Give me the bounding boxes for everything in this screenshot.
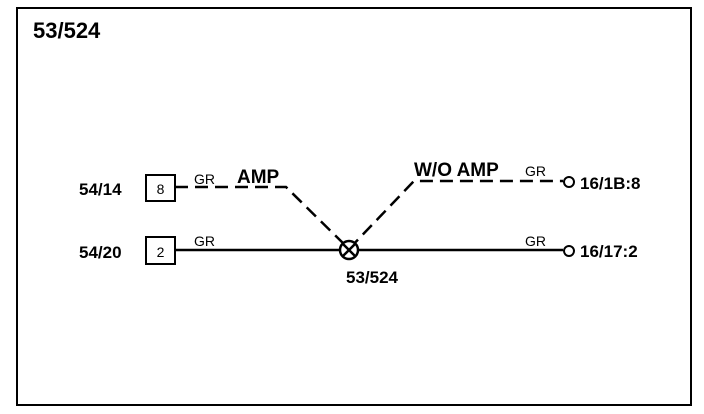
option-label-amp: AMP <box>237 167 280 188</box>
option-label-without-amp: W/O AMP <box>414 160 499 181</box>
wire-upper-left-dashed <box>175 185 350 250</box>
wire-color-upper-left: GR <box>194 171 215 187</box>
terminal-16-1b-8 <box>563 176 575 188</box>
wire-upper-right-dashed <box>348 179 563 250</box>
pin-number-8: 8 <box>157 181 165 197</box>
connector-ref-16-1b-8: 16/1B:8 <box>580 174 640 193</box>
connector-ref-54-20: 54/20 <box>79 243 122 262</box>
pin-number-2: 2 <box>157 244 165 260</box>
connector-ref-16-17-2: 16/17:2 <box>580 242 638 261</box>
terminal-16-17-2 <box>563 245 575 257</box>
wire-color-upper-right: GR <box>525 163 546 179</box>
diagram-frame <box>16 7 692 406</box>
wire-color-lower-left: GR <box>194 233 215 249</box>
pin-box-8 <box>145 174 176 202</box>
splice-icon <box>338 239 360 261</box>
diagram-title: 53/524 <box>33 18 101 43</box>
connector-ref-54-14: 54/14 <box>79 180 122 199</box>
splice-label: 53/524 <box>346 268 399 287</box>
wire-color-lower-right: GR <box>525 233 546 249</box>
